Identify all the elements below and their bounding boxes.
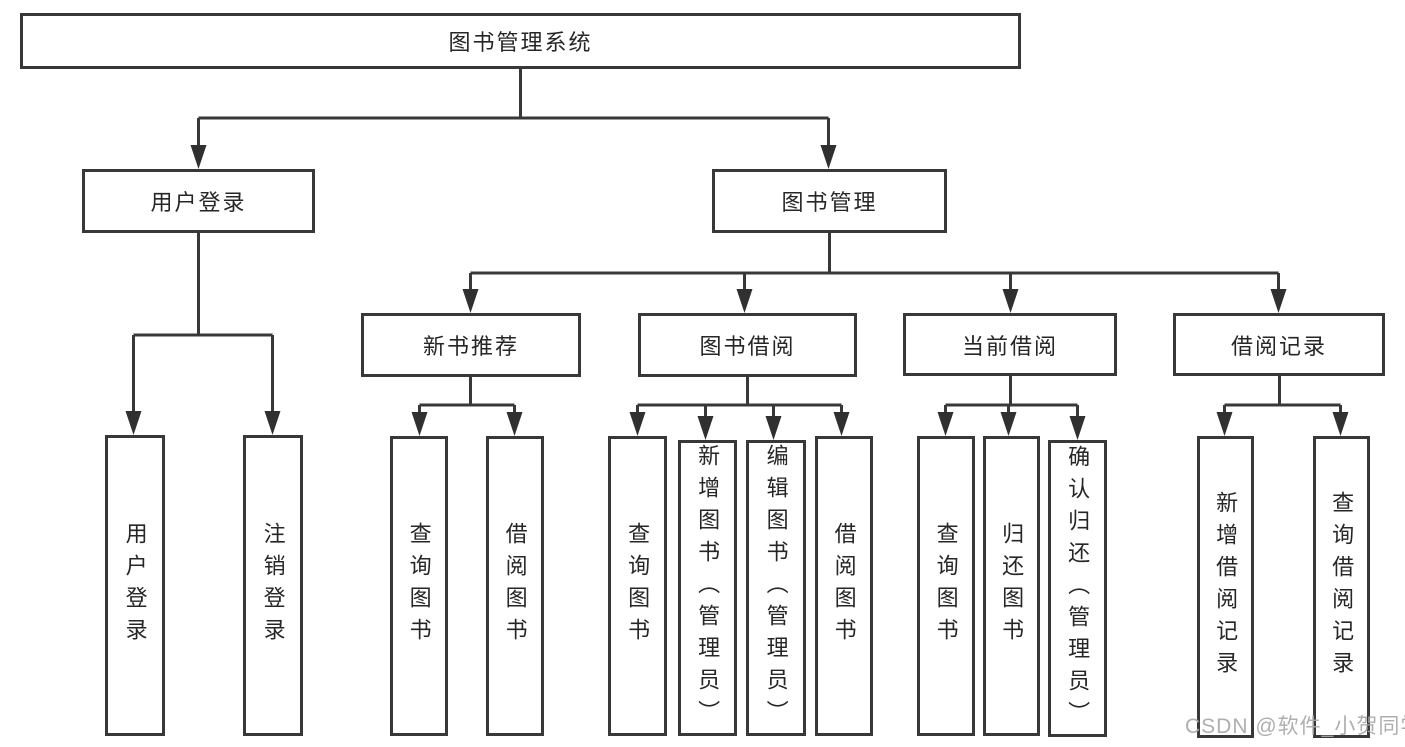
node-label: 注销登录: [260, 521, 286, 650]
node-label: 查询图书: [406, 522, 432, 650]
node-label: 用户登录: [122, 521, 148, 650]
node-label: 归还图书: [999, 522, 1025, 650]
connector-newbook-to-leaves: [411, 377, 523, 436]
node-book-management: 图书管理: [712, 169, 947, 233]
node-label: 借阅图书: [831, 522, 857, 650]
leaf-bb-add-book: 新增图书（管理员）: [678, 440, 737, 736]
arrowhead-icon: [629, 412, 646, 436]
leaf-br-query-record: 查询借阅记录: [1313, 436, 1370, 738]
arrowhead-icon: [697, 416, 714, 440]
arrowhead-icon: [937, 412, 954, 436]
leaf-logout: 注销登录: [243, 435, 303, 736]
node-label: 查询借阅记录: [1329, 491, 1355, 683]
leaf-bb-query-book: 查询图书: [608, 436, 667, 736]
arrowhead-icon: [1332, 412, 1349, 436]
arrowhead-icon: [1069, 416, 1086, 440]
node-label: 编辑图书（管理员）: [763, 444, 789, 732]
connector-userlogin-to-leaves: [125, 233, 281, 435]
connector-bookmgmt-to-level3: [462, 233, 1287, 313]
arrowhead-icon: [411, 412, 428, 436]
leaf-cb-return-book: 归还图书: [983, 436, 1040, 736]
connector-currentborrow-to-leaves: [937, 375, 1086, 440]
node-label: 图书管理系统: [448, 30, 593, 55]
connector-bookborrow-to-leaves: [629, 377, 850, 440]
node-book-borrow: 图书借阅: [638, 313, 857, 377]
node-label: 查询图书: [625, 522, 651, 650]
arrowhead-icon: [765, 416, 782, 440]
node-label: 图书借阅: [699, 334, 796, 359]
node-borrow-records: 借阅记录: [1173, 313, 1385, 376]
arrowhead-icon: [1216, 412, 1233, 436]
arrowhead-icon: [820, 145, 837, 169]
node-current-borrow: 当前借阅: [903, 313, 1117, 376]
leaf-br-add-record: 新增借阅记录: [1197, 436, 1254, 738]
node-label: 新增图书（管理员）: [695, 444, 721, 732]
node-label: 借阅记录: [1230, 333, 1327, 359]
arrowhead-icon: [1002, 289, 1019, 313]
node-label: 借阅图书: [502, 522, 528, 650]
arrowhead-icon: [1270, 289, 1287, 313]
node-new-book-recommend: 新书推荐: [361, 313, 581, 377]
arrowhead-icon: [264, 411, 281, 435]
arrowhead-icon: [190, 145, 207, 169]
node-user-login: 用户登录: [82, 169, 315, 233]
node-root-system: 图书管理系统: [20, 13, 1021, 69]
arrowhead-icon: [736, 289, 753, 313]
node-label: 图书管理: [781, 190, 878, 215]
arrowhead-icon: [462, 289, 479, 313]
leaf-nb-query-book: 查询图书: [390, 436, 448, 736]
leaf-cb-confirm-return: 确认归还（管理员）: [1048, 440, 1107, 737]
node-label: 新增借阅记录: [1213, 491, 1239, 683]
connector-root-to-level2: [190, 69, 837, 169]
node-label: 确认归还（管理员）: [1065, 444, 1091, 733]
leaf-user-login: 用户登录: [105, 435, 165, 736]
leaf-cb-query-book: 查询图书: [917, 436, 975, 736]
arrowhead-icon: [125, 411, 142, 435]
node-label: 当前借阅: [961, 333, 1058, 359]
arrowhead-icon: [506, 412, 523, 436]
node-label: 查询图书: [933, 522, 959, 650]
arrowhead-icon: [833, 412, 850, 436]
arrowhead-icon: [1000, 412, 1017, 436]
leaf-nb-borrow-book: 借阅图书: [486, 436, 544, 736]
node-label: 新书推荐: [422, 334, 519, 359]
watermark-text: CSDN @软件_小贺同学: [1185, 715, 1405, 738]
connector-records-to-leaves: [1216, 376, 1349, 436]
node-label: 用户登录: [150, 190, 247, 215]
leaf-bb-edit-book: 编辑图书（管理员）: [746, 440, 806, 736]
leaf-bb-borrow-book: 借阅图书: [815, 436, 873, 736]
